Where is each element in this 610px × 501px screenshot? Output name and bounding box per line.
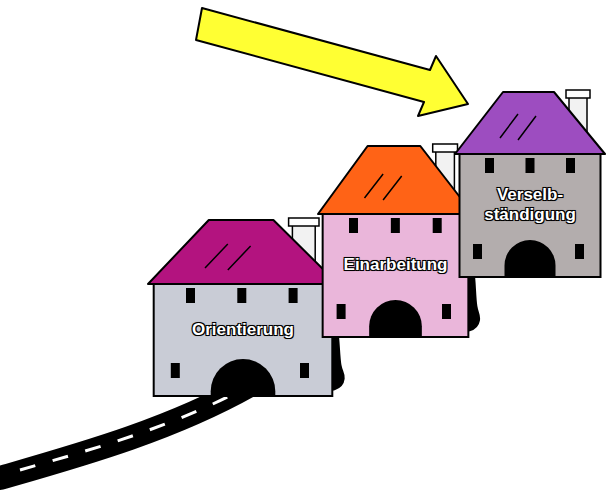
chimney-cap xyxy=(289,218,319,226)
window xyxy=(349,218,358,233)
house-roof xyxy=(318,146,473,214)
window xyxy=(186,288,195,303)
window xyxy=(171,363,180,378)
window xyxy=(442,304,451,319)
house-shape xyxy=(148,214,338,397)
house-body xyxy=(460,152,601,277)
house-roof xyxy=(455,92,605,154)
chimney-cap xyxy=(433,144,458,152)
window xyxy=(566,158,575,173)
window xyxy=(433,218,442,233)
window xyxy=(485,158,494,173)
window xyxy=(300,363,309,378)
roof-hatching xyxy=(500,114,536,140)
house-node: Orientierung xyxy=(148,214,338,397)
window xyxy=(289,288,298,303)
house-node: Verselb- ständigung xyxy=(455,86,605,278)
window xyxy=(391,218,400,233)
window xyxy=(526,158,535,173)
house-gate xyxy=(505,240,556,278)
road xyxy=(0,385,250,478)
roof-hatching xyxy=(205,244,251,270)
roof-hatching xyxy=(365,174,402,200)
house-body xyxy=(323,212,469,337)
window xyxy=(237,288,246,303)
stage-label: Verselb- ständigung xyxy=(474,185,586,224)
house-body xyxy=(154,282,333,396)
window xyxy=(473,244,482,259)
stage-label: Orientierung xyxy=(192,320,294,340)
house-gate xyxy=(211,359,276,397)
stage-label: Einarbeitung xyxy=(344,255,448,275)
house-shape xyxy=(455,86,605,278)
window xyxy=(575,244,584,259)
progress-arrow xyxy=(196,8,468,116)
road-marking xyxy=(20,388,245,470)
house-node: Einarbeitung xyxy=(318,140,473,338)
house-roof xyxy=(148,220,338,284)
house-gate xyxy=(369,300,422,338)
chimney-cap xyxy=(566,90,590,98)
window xyxy=(337,304,346,319)
house-shape xyxy=(318,140,473,338)
